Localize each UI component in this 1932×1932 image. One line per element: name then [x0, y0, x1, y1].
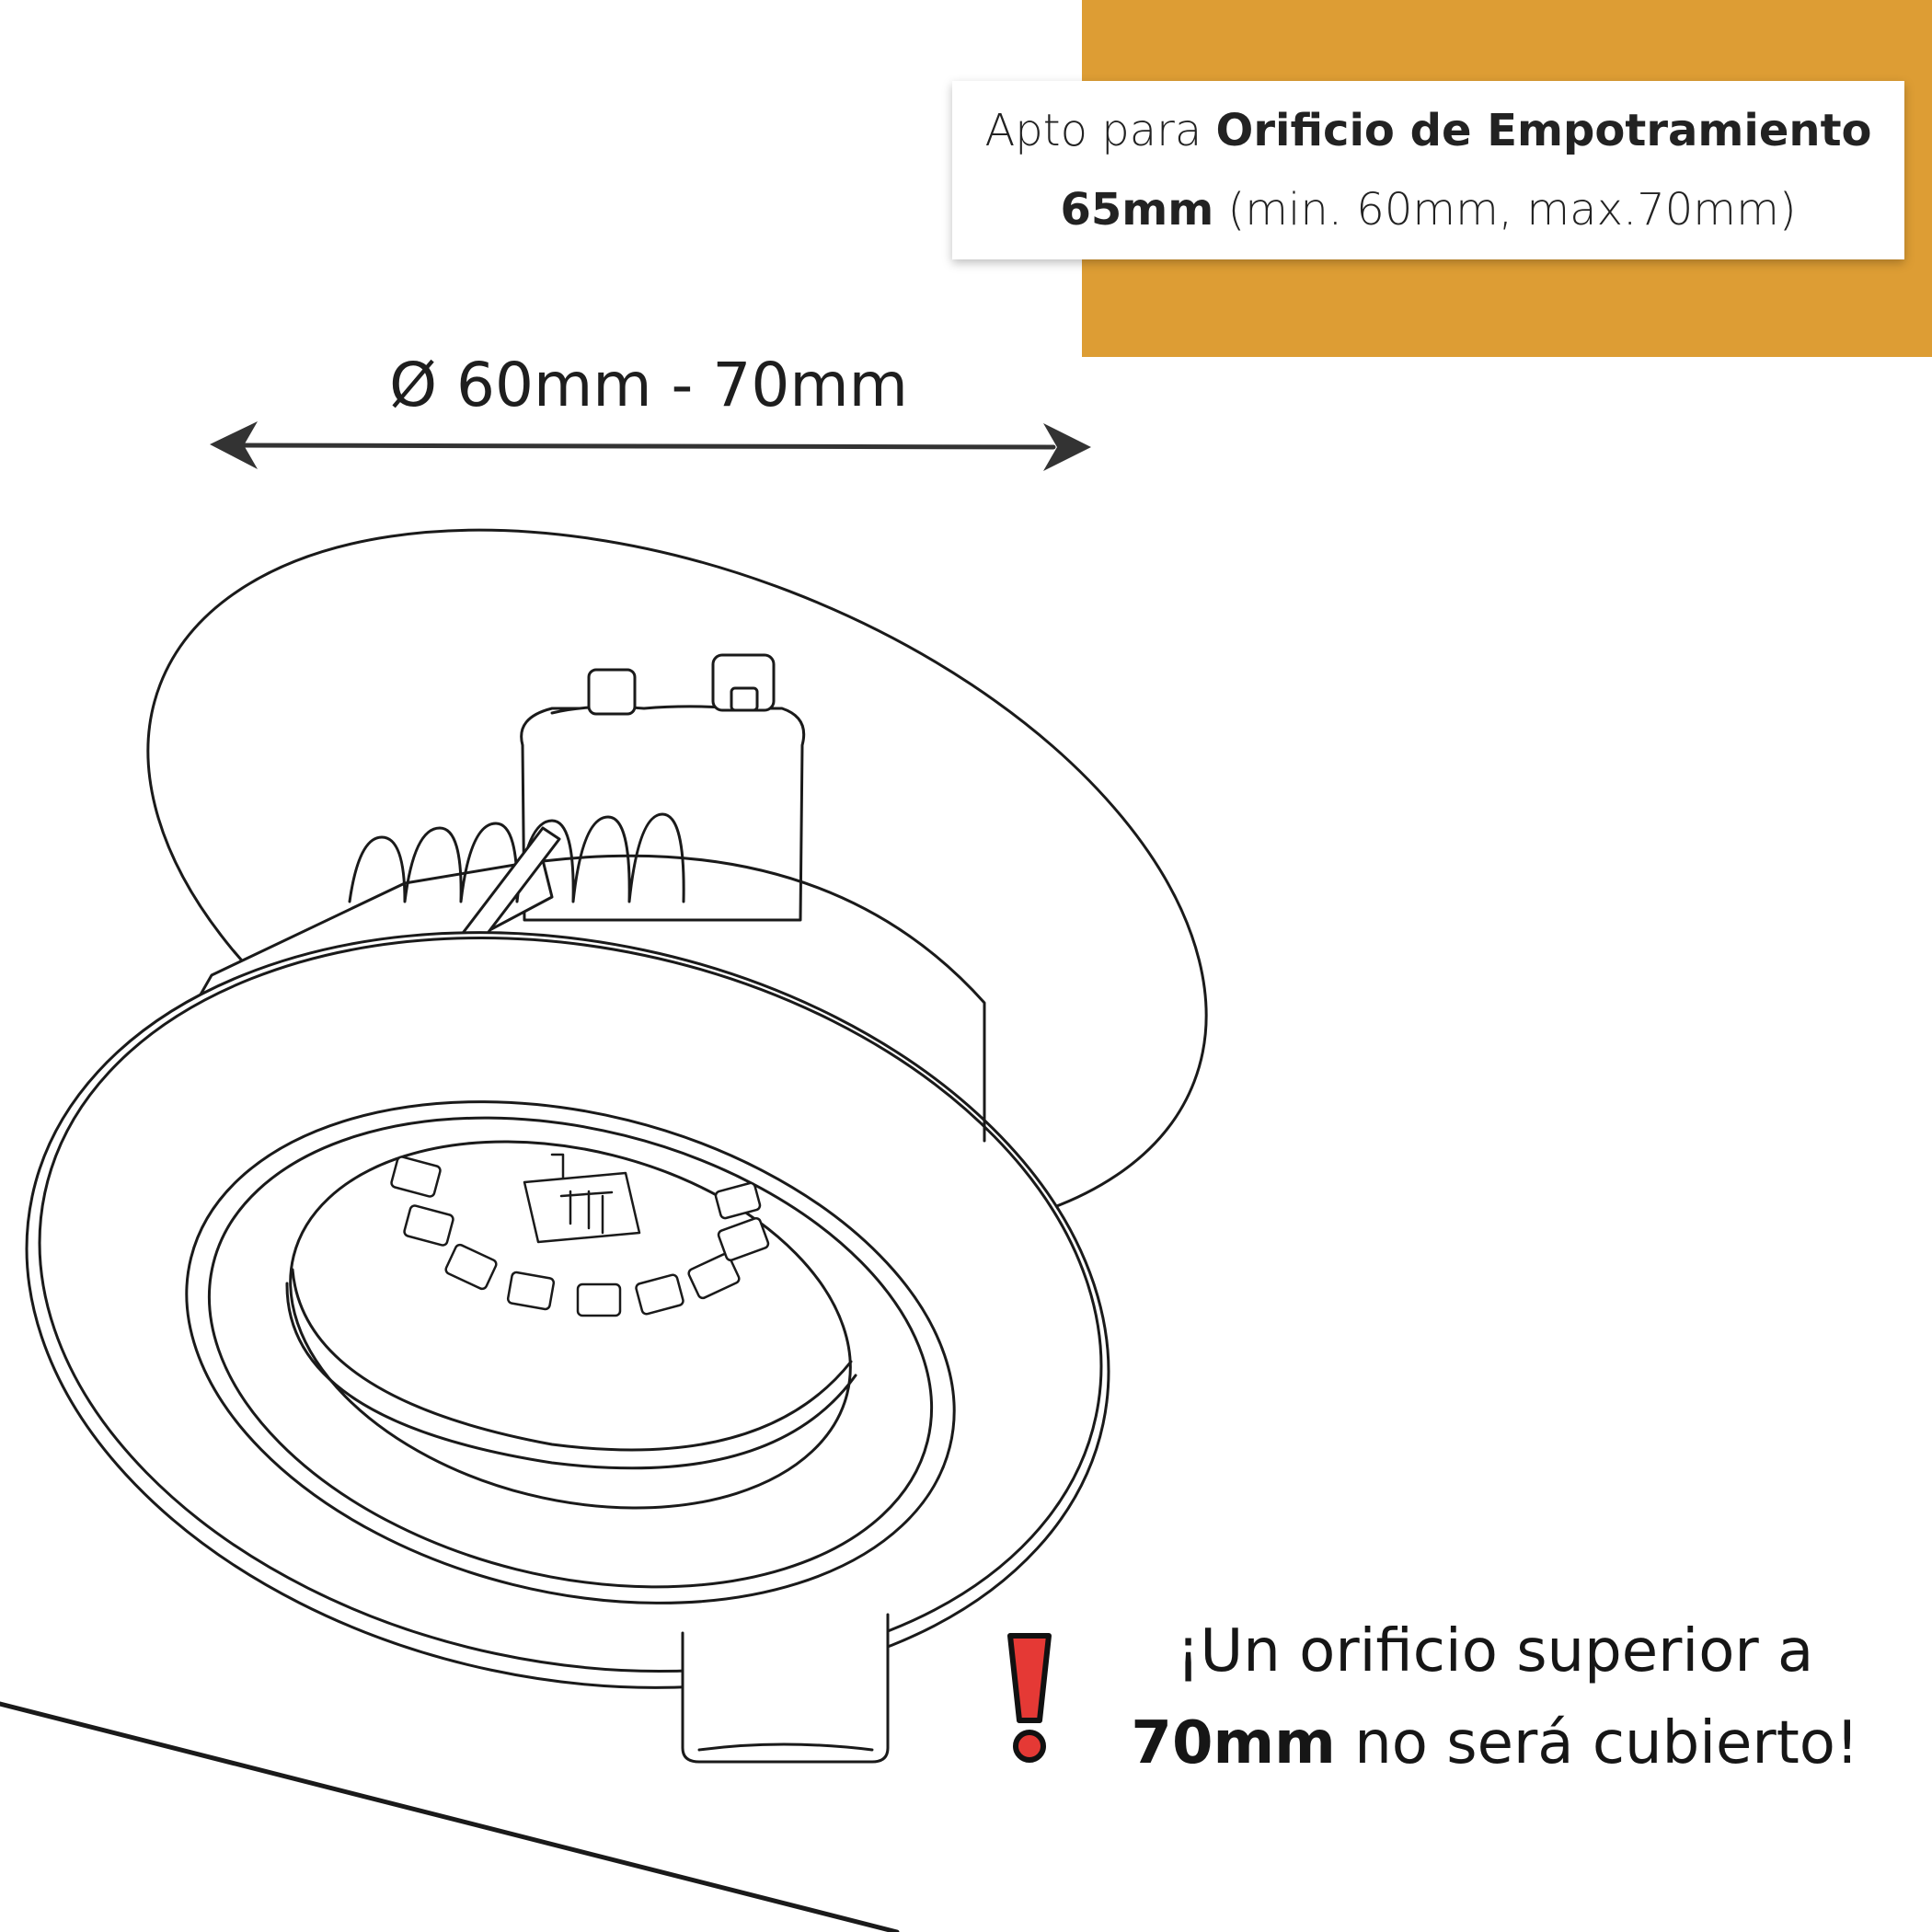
diameter-label: Ø 60mm - 70mm [389, 350, 908, 420]
trim-ring-outer [25, 931, 1110, 1689]
warning-text: ¡Un orificio superior a 70mm no será cub… [1104, 1605, 1886, 1789]
info-line-2-rest: (min. 60mm, max.70mm) [1213, 184, 1797, 236]
info-line-1: Apto para Orificio de Empotramiento [984, 91, 1871, 170]
warning-line-1: ¡Un orificio superior a [1176, 1617, 1814, 1685]
lens-cup-lower-2 [285, 1282, 857, 1470]
info-line-1-bold: Orificio de Empotramiento [1215, 105, 1872, 156]
info-line-2: 65mm (min. 60mm, max.70mm) [1060, 170, 1796, 249]
trim-ring-edge [38, 937, 1103, 1673]
lamp-socket [520, 653, 806, 922]
driver-chip [523, 1153, 641, 1244]
bottom-tube [681, 1613, 890, 1764]
diameter-arrow [210, 421, 1091, 471]
housing-wall [541, 854, 986, 1143]
warning-exclamation-icon [1007, 1633, 1052, 1763]
info-line-1-prefix: Apto para [984, 105, 1216, 156]
warning-line-2-bold: 70mm [1131, 1709, 1336, 1777]
warning-line-2-rest: no será cubierto! [1335, 1709, 1859, 1777]
lens-cup [289, 1140, 852, 1510]
info-card: Apto para Orificio de Empotramiento 65mm… [952, 81, 1904, 259]
warning-line-2: 70mm no será cubierto! [1104, 1697, 1886, 1789]
lens-cup-lower [291, 1268, 853, 1452]
ceiling-edge [0, 1701, 900, 1932]
inner-ring-2 [207, 1116, 934, 1589]
info-line-2-bold: 65mm [1060, 184, 1214, 236]
inner-ring [185, 1100, 956, 1604]
led-chips [390, 1156, 770, 1317]
